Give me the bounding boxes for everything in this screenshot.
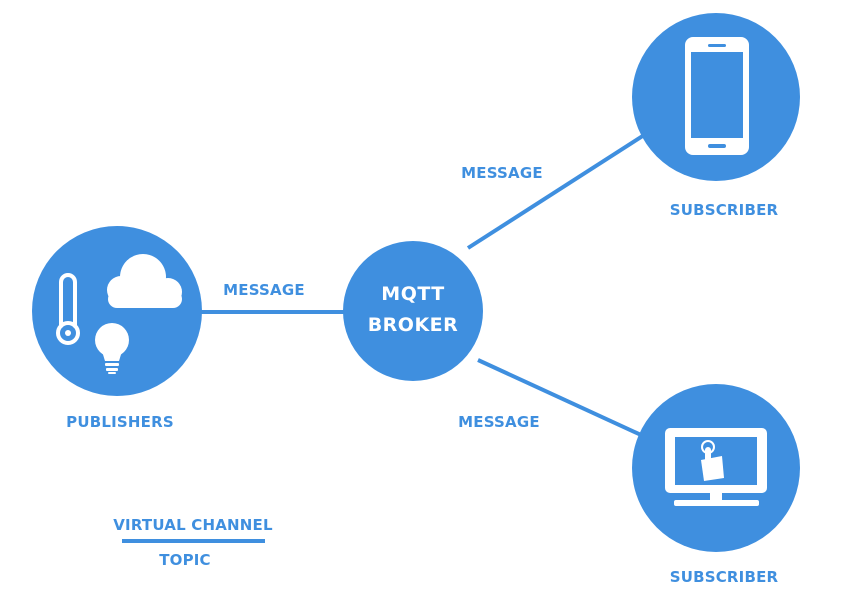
broker-label-line2: BROKER <box>368 314 459 336</box>
subscriber-bottom-label: SUBSCRIBER <box>670 568 779 586</box>
monitor-touch-icon <box>665 428 767 506</box>
lightbulb-icon <box>95 323 129 374</box>
connector-broker-subscriber-bottom <box>477 358 653 442</box>
subscriber-top-label: SUBSCRIBER <box>670 201 779 219</box>
smartphone-icon <box>685 37 749 155</box>
legend-channel-label: VIRTUAL CHANNEL <box>113 516 273 534</box>
connector-broker-subscriber-top <box>466 128 654 250</box>
cloud-icon <box>107 254 182 308</box>
broker-node <box>343 241 483 381</box>
message-label-bottom: MESSAGE <box>458 413 540 431</box>
message-label-left: MESSAGE <box>223 281 305 299</box>
thermometer-icon <box>56 273 80 345</box>
broker-label-line1: MQTT <box>381 283 444 305</box>
legend-topic-label: TOPIC <box>159 551 211 569</box>
publishers-label: PUBLISHERS <box>66 413 174 431</box>
message-label-top: MESSAGE <box>461 164 543 182</box>
